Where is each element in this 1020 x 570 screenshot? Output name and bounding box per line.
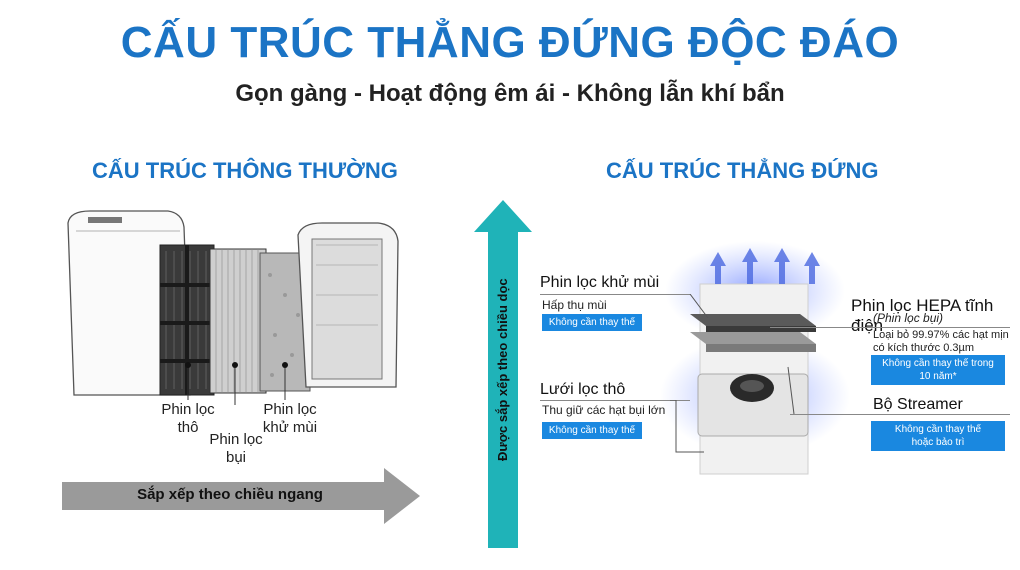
vertical-arrow-icon [474, 200, 532, 548]
page-subtitle: Gọn gàng - Hoạt động êm ái - Không lẫn k… [235, 80, 785, 107]
vertical-purifier-illustration [660, 241, 850, 475]
hepa-filter-divider [770, 327, 1010, 328]
prefilter-pointer [670, 400, 704, 453]
vertical-structure-heading: CẤU TRÚC THẲNG ĐỨNG [606, 158, 879, 183]
hepa-filter-alt-name: (Phin lọc bụi) [873, 311, 944, 325]
streamer-pointer [787, 366, 795, 415]
prefilter-badge: Không cần thay thế [542, 422, 642, 439]
deodorizing-filter-divider [540, 294, 690, 295]
deodorizing-pointer [689, 294, 709, 319]
prefilter-name: Lưới lọc thô [540, 381, 626, 398]
hepa-filter-desc-1: Loại bỏ 99.97% các hạt mịn [873, 329, 1009, 341]
streamer-badge: Không cần thay thế hoặc bảo trì [871, 421, 1005, 451]
horizontal-arrangement-label: Sắp xếp theo chiều ngang [137, 486, 323, 503]
hepa-filter-name: Phin lọc HEPA tĩnh điện [851, 296, 994, 335]
coarse-filter-label: Phin lọc thô [161, 401, 215, 436]
streamer-name: Bộ Streamer [873, 396, 963, 413]
page-title: CẤU TRÚC THẲNG ĐỨNG ĐỘC ĐÁO [120, 18, 900, 67]
deodorizing-filter-badge: Không cần thay thế [542, 314, 642, 331]
conventional-structure-heading: CẤU TRÚC THÔNG THƯỜNG [92, 158, 398, 183]
deodorizing-filter-desc: Hấp thụ mùi [542, 298, 607, 312]
vertical-arrangement-label: Được sắp xếp theo chiều dọc [495, 278, 510, 462]
dust-filter-label: Phin lọc bụi [209, 431, 263, 466]
prefilter-desc: Thu giữ các hạt bụi lớn [542, 403, 666, 417]
hepa-filter-badge: Không cần thay thế trong 10 năm* [871, 355, 1005, 385]
streamer-divider [790, 414, 1010, 415]
prefilter-divider [540, 400, 690, 401]
deodorizing-filter-name: Phin lọc khử mùi [540, 274, 660, 291]
deodorizing-filter-label-left: Phin lọc khử mùi [262, 401, 318, 436]
horizontal-arrow-icon [62, 468, 420, 524]
hepa-filter-desc-2: có kích thước 0.3µm [873, 342, 975, 354]
conventional-filter-illustration [67, 210, 399, 405]
